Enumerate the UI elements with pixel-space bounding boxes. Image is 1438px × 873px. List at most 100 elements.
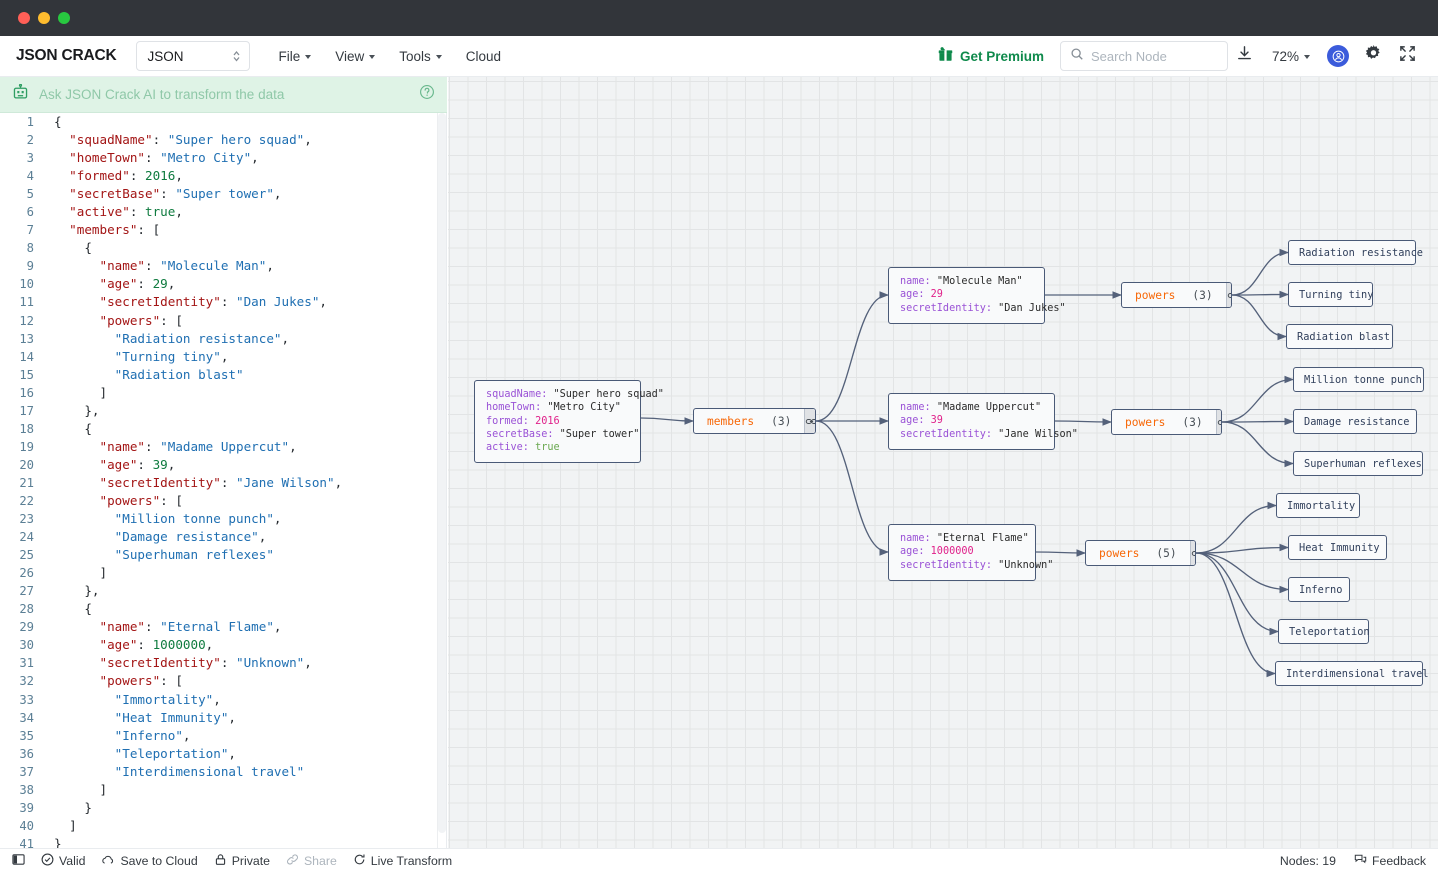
editor-line[interactable]: 39 } bbox=[0, 799, 437, 817]
feedback-button[interactable]: Feedback bbox=[1354, 853, 1426, 869]
link-icon[interactable] bbox=[1225, 283, 1231, 307]
window-close-button[interactable] bbox=[18, 12, 30, 24]
zoom-level-selector[interactable]: 72% bbox=[1264, 49, 1318, 64]
editor-line[interactable]: 12 "powers": [ bbox=[0, 312, 437, 330]
editor-scrollbar[interactable] bbox=[437, 113, 447, 848]
power-leaf-teleportation[interactable]: Teleportation bbox=[1278, 619, 1370, 644]
editor-line[interactable]: 20 "age": 39, bbox=[0, 456, 437, 474]
save-to-cloud[interactable]: Save to Cloud bbox=[101, 853, 198, 870]
editor-line[interactable]: 19 "name": "Madame Uppercut", bbox=[0, 438, 437, 456]
editor-line[interactable]: 14 "Turning tiny", bbox=[0, 348, 437, 366]
menu-item-file[interactable]: File bbox=[268, 43, 321, 70]
link-icon[interactable] bbox=[1189, 541, 1195, 565]
editor-scrollbar-thumb[interactable] bbox=[438, 113, 446, 833]
editor-line[interactable]: 29 "name": "Eternal Flame", bbox=[0, 618, 437, 636]
editor-line[interactable]: 40 ] bbox=[0, 817, 437, 835]
editor-line[interactable]: 7 "members": [ bbox=[0, 221, 437, 239]
editor-line[interactable]: 1{ bbox=[0, 113, 437, 131]
json-editor[interactable]: 1{2 "squadName": "Super hero squad",3 "h… bbox=[0, 113, 447, 848]
editor-line[interactable]: 5 "secretBase": "Super tower", bbox=[0, 185, 437, 203]
editor-line[interactable]: 24 "Damage resistance", bbox=[0, 528, 437, 546]
editor-line[interactable]: 17 }, bbox=[0, 402, 437, 420]
menu-item-tools[interactable]: Tools bbox=[389, 43, 452, 70]
editor-line[interactable]: 22 "powers": [ bbox=[0, 492, 437, 510]
fullscreen-button[interactable] bbox=[1390, 41, 1424, 71]
privacy-status[interactable]: Private bbox=[214, 853, 270, 869]
editor-line[interactable]: 13 "Radiation resistance", bbox=[0, 330, 437, 348]
editor-line[interactable]: 26 ] bbox=[0, 564, 437, 582]
editor-line[interactable]: 16 ] bbox=[0, 384, 437, 402]
editor-line[interactable]: 6 "active": true, bbox=[0, 203, 437, 221]
editor-line[interactable]: 21 "secretIdentity": "Jane Wilson", bbox=[0, 474, 437, 492]
live-transform[interactable]: Live Transform bbox=[353, 853, 452, 869]
validity-status[interactable]: Valid bbox=[41, 853, 85, 869]
editor-line-number: 24 bbox=[19, 530, 34, 545]
editor-line[interactable]: 11 "secretIdentity": "Dan Jukes", bbox=[0, 293, 437, 311]
node-property-key: secretIdentity: bbox=[900, 559, 999, 571]
editor-line[interactable]: 15 "Radiation blast" bbox=[0, 366, 437, 384]
power-leaf-turning-tiny[interactable]: Turning tiny bbox=[1288, 282, 1373, 307]
format-select[interactable]: JSON bbox=[136, 41, 251, 71]
graph-edges bbox=[640, 248, 1294, 678]
editor-line[interactable]: 2 "squadName": "Super hero squad", bbox=[0, 131, 437, 149]
download-button[interactable] bbox=[1228, 41, 1262, 71]
search-node-input[interactable]: Search Node bbox=[1059, 41, 1228, 71]
editor-line[interactable]: 18 { bbox=[0, 420, 437, 438]
menu-item-cloud[interactable]: Cloud bbox=[456, 43, 511, 70]
graph-canvas[interactable]: squadName: "Super hero squad"homeTown: "… bbox=[448, 77, 1438, 848]
powers-array-node-1[interactable]: powers(3) bbox=[1121, 282, 1232, 308]
members-array-node[interactable]: members(3) bbox=[693, 408, 816, 434]
root-object-node[interactable]: squadName: "Super hero squad"homeTown: "… bbox=[474, 380, 664, 464]
power-leaf-heat-immunity[interactable]: Heat Immunity bbox=[1288, 535, 1387, 560]
editor-line[interactable]: 30 "age": 1000000, bbox=[0, 636, 437, 654]
powers-array-node-3[interactable]: powers(5) bbox=[1085, 540, 1196, 566]
power-leaf-damage-resistance[interactable]: Damage resistance bbox=[1293, 409, 1417, 434]
editor-line[interactable]: 31 "secretIdentity": "Unknown", bbox=[0, 654, 437, 672]
power-leaf-immortality[interactable]: Immortality bbox=[1276, 493, 1360, 518]
get-premium-button[interactable]: Get Premium bbox=[938, 47, 1044, 65]
token-pun: : bbox=[220, 655, 236, 671]
editor-line[interactable]: 34 "Heat Immunity", bbox=[0, 709, 437, 727]
editor-line[interactable]: 28 { bbox=[0, 600, 437, 618]
power-leaf-radiation-blast[interactable]: Radiation blast bbox=[1286, 324, 1393, 349]
avatar[interactable] bbox=[1327, 45, 1349, 67]
panel-toggle[interactable] bbox=[12, 853, 25, 869]
token-key: "powers" bbox=[99, 492, 161, 508]
node-property-value: 2016 bbox=[535, 415, 560, 427]
window-minimize-button[interactable] bbox=[38, 12, 50, 24]
editor-line[interactable]: 37 "Interdimensional travel" bbox=[0, 763, 437, 781]
editor-line[interactable]: 35 "Inferno", bbox=[0, 727, 437, 745]
editor-line[interactable]: 38 ] bbox=[0, 781, 437, 799]
question-circle-icon[interactable] bbox=[419, 84, 435, 105]
link-icon[interactable] bbox=[1215, 410, 1221, 434]
editor-line[interactable]: 33 "Immortality", bbox=[0, 691, 437, 709]
editor-line[interactable]: 10 "age": 29, bbox=[0, 275, 437, 293]
editor-line[interactable]: 4 "formed": 2016, bbox=[0, 167, 437, 185]
settings-button[interactable] bbox=[1356, 41, 1390, 71]
share-button[interactable]: Share bbox=[286, 853, 337, 869]
editor-code-area[interactable]: 1{2 "squadName": "Super hero squad",3 "h… bbox=[0, 113, 437, 848]
editor-line[interactable]: 32 "powers": [ bbox=[0, 672, 437, 690]
editor-line[interactable]: 23 "Million tonne punch", bbox=[0, 510, 437, 528]
editor-line[interactable]: 8 { bbox=[0, 239, 437, 257]
power-leaf-interdimensional-travel[interactable]: Interdimensional travel bbox=[1275, 661, 1429, 686]
editor-line[interactable]: 27 }, bbox=[0, 582, 437, 600]
power-leaf-superhuman-reflexes[interactable]: Superhuman reflexes bbox=[1293, 451, 1423, 476]
window-maximize-button[interactable] bbox=[58, 12, 70, 24]
power-leaf-million-tonne-punch[interactable]: Million tonne punch bbox=[1293, 367, 1424, 392]
editor-line[interactable]: 3 "homeTown": "Metro City", bbox=[0, 149, 437, 167]
editor-line[interactable]: 36 "Teleportation", bbox=[0, 745, 437, 763]
powers-array-node-2[interactable]: powers(3) bbox=[1111, 409, 1222, 435]
link-icon[interactable] bbox=[804, 409, 815, 433]
editor-line[interactable]: 41} bbox=[0, 835, 437, 848]
power-leaf-inferno[interactable]: Inferno bbox=[1288, 577, 1350, 602]
editor-line[interactable]: 9 "name": "Molecule Man", bbox=[0, 257, 437, 275]
menu-item-view[interactable]: View bbox=[325, 43, 385, 70]
power-leaf-radiation-resistance[interactable]: Radiation resistance bbox=[1288, 240, 1423, 265]
editor-line-number: 5 bbox=[26, 187, 34, 202]
editor-line[interactable]: 25 "Superhuman reflexes" bbox=[0, 546, 437, 564]
ai-prompt-bar[interactable]: Ask JSON Crack AI to transform the data bbox=[0, 77, 447, 113]
